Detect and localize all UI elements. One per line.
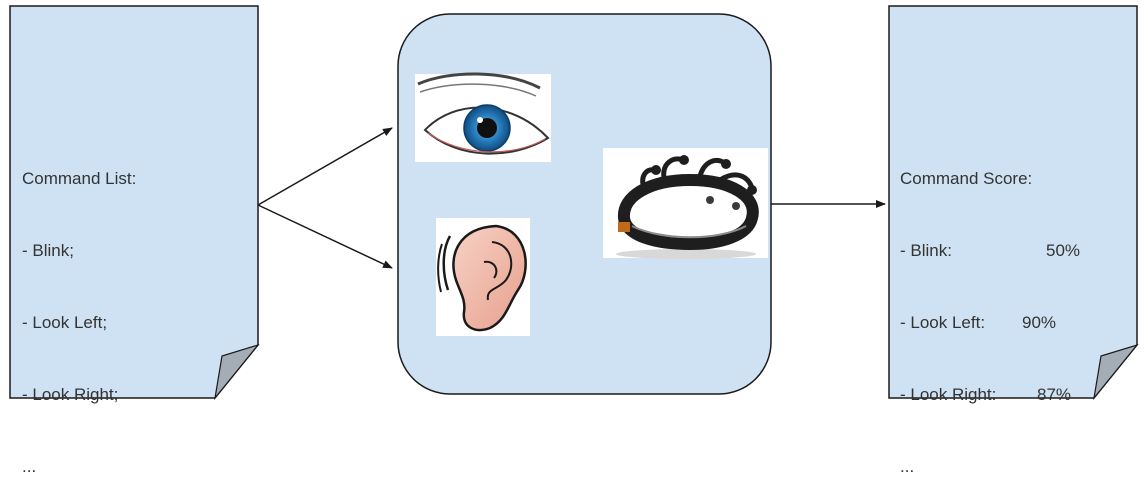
score-value: 90% [1022,311,1056,335]
command-score-text: Command Score: - Blink: 50% - Look Left:… [900,119,1120,503]
command-list-text: Command List: - Blink; - Look Left; - Lo… [22,119,136,503]
score-row-look-right: - Look Right: 87% [900,383,1120,407]
ear-icon [436,218,530,336]
score-label: - Blink: [900,239,952,263]
score-label: - Look Right: [900,383,996,407]
command-list-title: Command List: [22,167,136,191]
command-item-blink: - Blink; [22,239,136,263]
command-score-title: Command Score: [900,167,1120,191]
command-item-look-left: - Look Left; [22,311,136,335]
command-item-look-right: - Look Right; [22,383,136,407]
score-row-look-left: - Look Left: 90% [900,311,1120,335]
score-label: - Look Left: [900,311,985,335]
command-score-ellipsis: ... [900,455,1120,479]
eye-icon [415,74,551,162]
command-list-ellipsis: ... [22,455,136,479]
score-value: 87% [1037,383,1071,407]
score-value: 50% [1046,239,1080,263]
arrow-to-eye [258,128,392,205]
score-row-blink: - Blink: 50% [900,239,1120,263]
eeg-headset-icon [603,148,768,259]
arrow-to-ear [258,205,392,268]
